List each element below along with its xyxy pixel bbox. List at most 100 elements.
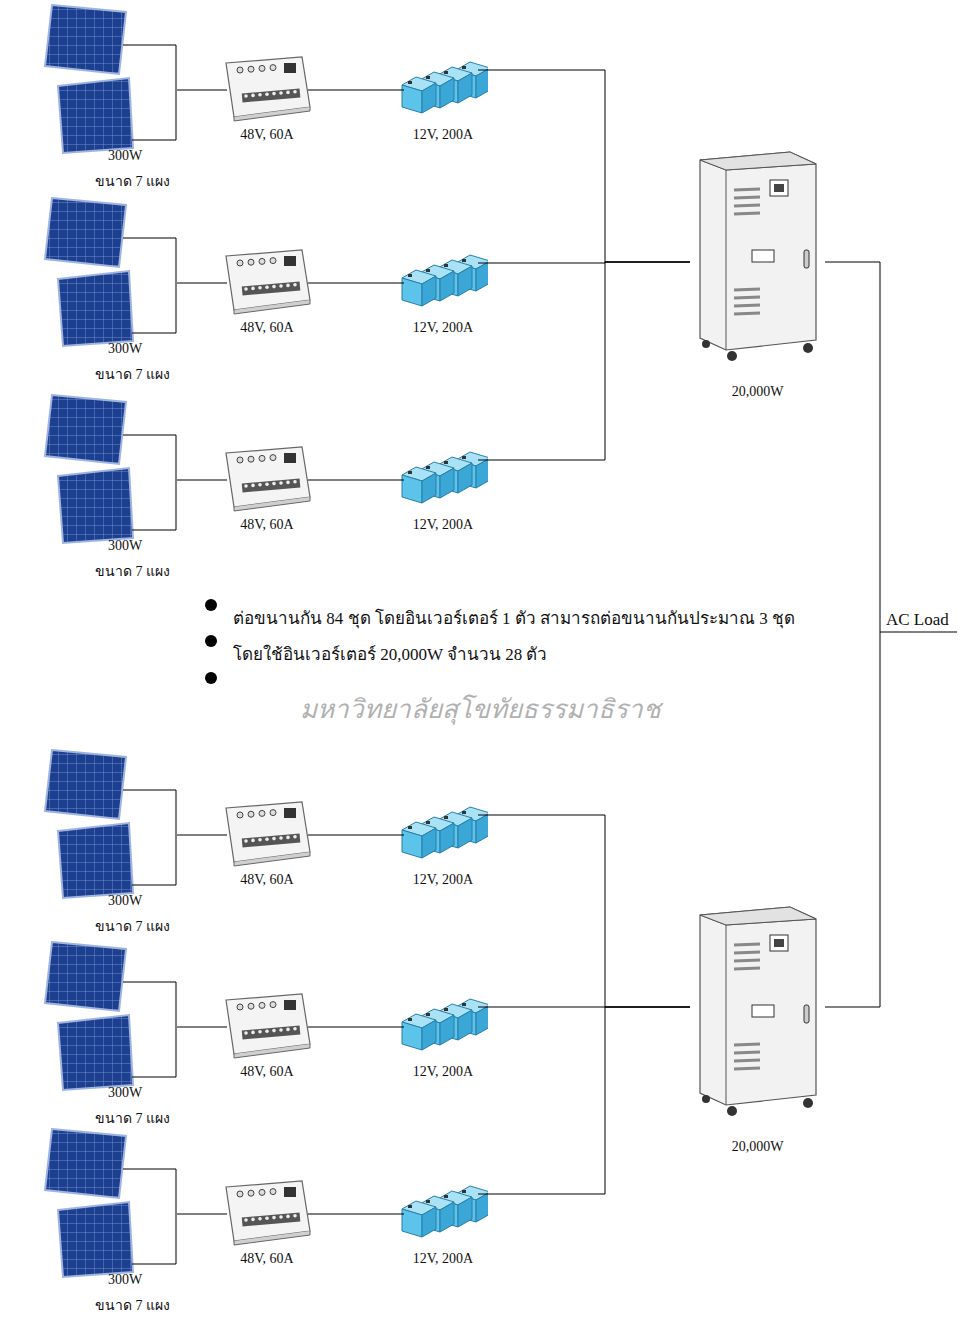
ac-load-rule — [880, 632, 957, 633]
battery-art — [398, 807, 488, 858]
battery-art — [398, 452, 488, 503]
wire-connector — [312, 835, 398, 836]
note-text: ต่อขนานกัน 84 ชุด โดยอินเวอร์เตอร์ 1 ตัว… — [233, 609, 795, 629]
battery-art — [398, 999, 488, 1050]
panel-symbol — [40, 745, 177, 937]
controller-art — [222, 802, 312, 866]
bullet-dot — [205, 672, 217, 684]
panel-symbol — [40, 1124, 177, 1316]
panel-symbol — [40, 0, 177, 192]
controller-rating: 48V, 60A — [240, 1251, 293, 1267]
inverter-symbol — [690, 905, 825, 1167]
wire-connector — [312, 480, 398, 481]
panel-art — [45, 750, 176, 898]
panel-art — [45, 5, 176, 153]
panel-symbol — [40, 390, 177, 582]
battery-art — [398, 62, 488, 113]
panel-rating: 300W — [108, 341, 142, 357]
watermark-text: มหาวิทยาลัยสุโขทัยธรรมาธิราช — [300, 700, 661, 720]
panel-rating: 300W — [108, 893, 142, 909]
battery-node: 12V, 200A — [398, 1179, 488, 1271]
wire-connector — [312, 283, 398, 284]
panel-count: ขนาด 7 แผง — [95, 367, 170, 383]
battery-rating: 12V, 200A — [413, 1251, 473, 1267]
inverter-rating: 20,000W — [732, 1139, 784, 1155]
controller-rating: 48V, 60A — [240, 872, 293, 888]
wire-connector — [177, 480, 222, 481]
wire-connector — [177, 835, 222, 836]
controller-art — [222, 447, 312, 511]
panel-count: ขนาด 7 แผง — [95, 174, 170, 190]
panel-rating: 300W — [108, 1272, 142, 1288]
controller-art — [222, 994, 312, 1058]
panel-symbol — [40, 193, 177, 385]
panel-node: 300W ขนาด 7 แผง — [40, 0, 177, 192]
inverter-symbol — [690, 150, 825, 412]
battery-node: 12V, 200A — [398, 992, 488, 1084]
wire-connector — [488, 70, 690, 262]
note-text: โดยใช้อินเวอร์เตอร์ 20,000W จำนวน 28 ตัว — [233, 645, 548, 665]
panel-rating: 300W — [108, 1085, 142, 1101]
wire-connector — [312, 1214, 398, 1215]
inverter-art — [700, 907, 816, 1116]
panel-node: 300W ขนาด 7 แผง — [40, 193, 177, 385]
panel-count: ขนาด 7 แผง — [95, 564, 170, 580]
wire-connector — [177, 1214, 222, 1215]
wire-connector — [177, 90, 222, 91]
controller-node: 48V, 60A — [222, 445, 312, 537]
inverter-art — [700, 152, 816, 361]
bullet-dot — [205, 599, 217, 611]
bullet-dot — [205, 635, 217, 647]
wire-connector — [488, 1007, 690, 1194]
battery-node: 12V, 200A — [398, 55, 488, 147]
panel-symbol — [40, 937, 177, 1129]
battery-rating: 12V, 200A — [413, 872, 473, 888]
wire-connector — [825, 262, 880, 1007]
panel-rating: 300W — [108, 148, 142, 164]
edge-label: AC Load — [884, 610, 951, 630]
wire-connector — [177, 1027, 222, 1028]
panel-count: ขนาด 7 แผง — [95, 919, 170, 935]
controller-node: 48V, 60A — [222, 248, 312, 340]
panel-rating: 300W — [108, 538, 142, 554]
panel-node: 300W ขนาด 7 แผง — [40, 390, 177, 582]
wire-connector — [177, 283, 222, 284]
controller-node: 48V, 60A — [222, 55, 312, 147]
battery-node: 12V, 200A — [398, 445, 488, 537]
wire-connector — [488, 262, 690, 460]
wire-connector — [312, 1027, 398, 1028]
panel-art — [45, 1129, 176, 1277]
panel-art — [45, 395, 176, 543]
controller-node: 48V, 60A — [222, 800, 312, 892]
battery-node: 12V, 200A — [398, 800, 488, 892]
controller-art — [222, 250, 312, 314]
controller-rating: 48V, 60A — [240, 1064, 293, 1080]
panel-art — [45, 942, 176, 1090]
battery-rating: 12V, 200A — [413, 127, 473, 143]
battery-rating: 12V, 200A — [413, 320, 473, 336]
panel-node: 300W ขนาด 7 แผง — [40, 1124, 177, 1316]
controller-rating: 48V, 60A — [240, 320, 293, 336]
battery-rating: 12V, 200A — [413, 1064, 473, 1080]
controller-rating: 48V, 60A — [240, 517, 293, 533]
wire-connector — [312, 90, 398, 91]
inverter-node: 20,000W — [690, 150, 825, 412]
battery-art — [398, 1186, 488, 1237]
inverter-node: 20,000W — [690, 905, 825, 1167]
wire-connector — [488, 815, 690, 1007]
controller-node: 48V, 60A — [222, 1179, 312, 1271]
battery-node: 12V, 200A — [398, 248, 488, 340]
controller-art — [222, 57, 312, 121]
panel-count: ขนาด 7 แผง — [95, 1111, 170, 1127]
inverter-rating: 20,000W — [732, 384, 784, 400]
controller-art — [222, 1181, 312, 1245]
controller-node: 48V, 60A — [222, 992, 312, 1084]
panel-node: 300W ขนาด 7 แผง — [40, 937, 177, 1129]
battery-rating: 12V, 200A — [413, 517, 473, 533]
panel-count: ขนาด 7 แผง — [95, 1298, 170, 1314]
panel-node: 300W ขนาด 7 แผง — [40, 745, 177, 937]
controller-rating: 48V, 60A — [240, 127, 293, 143]
panel-art — [45, 198, 176, 346]
battery-art — [398, 255, 488, 306]
